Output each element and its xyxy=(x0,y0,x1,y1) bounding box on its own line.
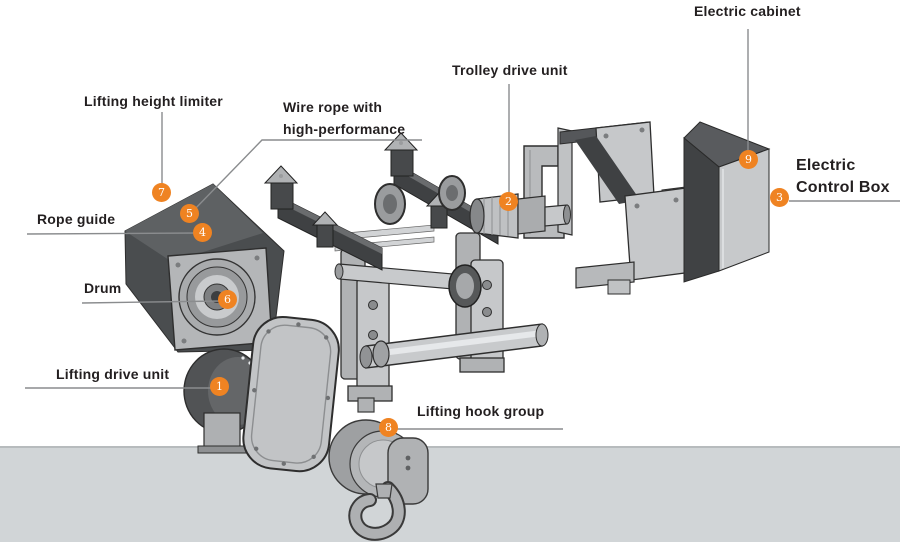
floor xyxy=(0,446,900,542)
hook xyxy=(348,481,406,541)
label-electric-control-box-line1: Electric xyxy=(796,157,856,174)
marker-1: 1 xyxy=(210,377,229,396)
label-electric-control-box-line2: Control Box xyxy=(796,179,890,196)
label-lifting-hook-group: Lifting hook group xyxy=(417,403,545,419)
marker-4: 4 xyxy=(193,223,212,242)
marker-3: 3 xyxy=(770,188,789,207)
label-wire-rope-line2: high-performance xyxy=(283,121,406,137)
trolley-wheels xyxy=(374,175,482,308)
marker-6: 6 xyxy=(218,290,237,309)
hook-block xyxy=(328,397,429,541)
label-electric-cabinet: Electric cabinet xyxy=(694,3,801,19)
label-trolley-drive-unit: Trolley drive unit xyxy=(452,62,568,78)
drum-face xyxy=(178,258,256,336)
gearbox-cover xyxy=(242,316,340,473)
marker-5: 5 xyxy=(180,204,199,223)
leader-rope-guide xyxy=(26,232,200,235)
label-rope-guide: Rope guide xyxy=(37,211,116,227)
leader-lines xyxy=(25,29,900,430)
marker-8: 8 xyxy=(379,418,398,437)
leader-drum xyxy=(81,300,223,304)
lifting-drive-unit-assembly xyxy=(183,316,340,473)
label-electric-control-box: Electric Control Box xyxy=(796,155,890,199)
marker-9: 9 xyxy=(739,150,758,169)
label-wire-rope-line1: Wire rope with xyxy=(283,99,383,115)
trolley-frame xyxy=(263,132,549,402)
marker-2: 2 xyxy=(499,192,518,211)
label-lifting-height-limiter: Lifting height limiter xyxy=(84,93,223,109)
leader-wire-rope xyxy=(192,139,422,212)
marker-7: 7 xyxy=(152,183,171,202)
cabinet-bracket xyxy=(557,121,699,295)
label-drum: Drum xyxy=(84,280,122,296)
electric-cabinet-box xyxy=(683,121,771,283)
label-lifting-drive-unit: Lifting drive unit xyxy=(56,366,170,382)
bottom-shaft xyxy=(359,323,549,369)
label-wire-rope: Wire rope with high-performance xyxy=(283,96,405,140)
